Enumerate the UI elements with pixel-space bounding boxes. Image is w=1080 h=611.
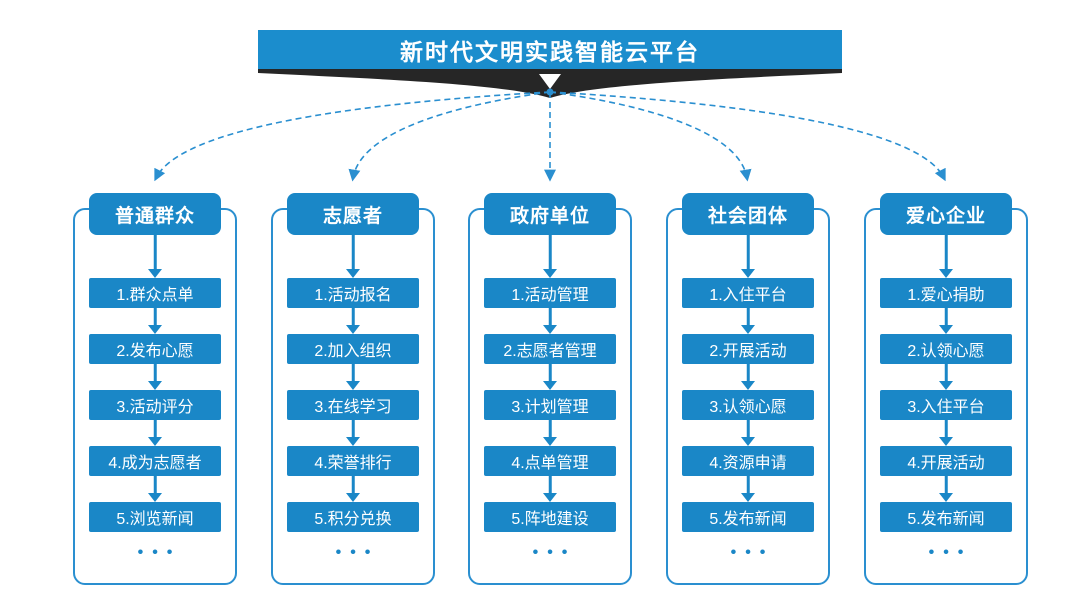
step-box: 2.加入组织 xyxy=(287,334,419,364)
connector-fan xyxy=(154,88,946,182)
column-charity-enterprises: 爱心企业 1.爱心捐助 2.认领心愿 3.入住平台 4.开展活动 5.发布新闻 … xyxy=(864,193,1028,585)
down-arrow-icon xyxy=(147,235,163,278)
step-box: 2.开展活动 xyxy=(682,334,814,364)
more-dots: ••• xyxy=(532,544,577,561)
down-arrow-icon xyxy=(542,476,558,502)
step-box: 5.发布新闻 xyxy=(880,502,1012,532)
connector-to-social-groups xyxy=(549,91,752,182)
banner-ribbon xyxy=(258,69,842,98)
down-arrow-icon xyxy=(147,476,163,502)
step-box: 4.开展活动 xyxy=(880,446,1012,476)
more-dots: ••• xyxy=(137,544,182,561)
platform-title: 新时代文明实践智能云平台 xyxy=(400,38,700,65)
down-arrow-icon xyxy=(542,420,558,446)
step-box: 1.活动报名 xyxy=(287,278,419,308)
step-box: 1.活动管理 xyxy=(484,278,616,308)
down-arrow-icon xyxy=(542,308,558,334)
down-arrow-icon xyxy=(740,420,756,446)
down-arrow-icon xyxy=(740,308,756,334)
column-header: 爱心企业 xyxy=(880,193,1012,235)
down-arrow-icon xyxy=(938,308,954,334)
down-arrow-icon xyxy=(539,74,561,89)
connector-to-charity-enterprises xyxy=(549,91,946,182)
column-header: 社会团体 xyxy=(682,193,814,235)
down-arrow-icon xyxy=(740,235,756,278)
connector-to-general-public xyxy=(154,91,551,182)
down-arrow-icon xyxy=(147,308,163,334)
step-box: 4.点单管理 xyxy=(484,446,616,476)
column-social-groups: 社会团体 1.入住平台 2.开展活动 3.认领心愿 4.资源申请 5.发布新闻 … xyxy=(666,193,830,585)
step-box: 2.发布心愿 xyxy=(89,334,221,364)
down-arrow-icon xyxy=(542,364,558,390)
column-government: 政府单位 1.活动管理 2.志愿者管理 3.计划管理 4.点单管理 5.阵地建设… xyxy=(468,193,632,585)
down-arrow-icon xyxy=(938,235,954,278)
down-arrow-icon xyxy=(147,364,163,390)
step-box: 3.入住平台 xyxy=(880,390,1012,420)
step-box: 5.阵地建设 xyxy=(484,502,616,532)
step-box: 5.积分兑换 xyxy=(287,502,419,532)
down-arrow-icon xyxy=(345,235,361,278)
step-box: 3.计划管理 xyxy=(484,390,616,420)
step-box: 3.认领心愿 xyxy=(682,390,814,420)
step-box: 3.在线学习 xyxy=(287,390,419,420)
more-dots: ••• xyxy=(335,544,380,561)
connector-to-volunteers xyxy=(348,91,551,182)
more-dots: ••• xyxy=(928,544,973,561)
step-box: 3.活动评分 xyxy=(89,390,221,420)
down-arrow-icon xyxy=(740,364,756,390)
down-arrow-icon xyxy=(938,364,954,390)
column-general-public: 普通群众 1.群众点单 2.发布心愿 3.活动评分 4.成为志愿者 5.浏览新闻… xyxy=(73,193,237,585)
column-header: 志愿者 xyxy=(287,193,419,235)
down-arrow-icon xyxy=(345,308,361,334)
platform-banner: 新时代文明实践智能云平台 xyxy=(258,30,842,69)
step-box: 4.成为志愿者 xyxy=(89,446,221,476)
step-box: 1.群众点单 xyxy=(89,278,221,308)
column-volunteers: 志愿者 1.活动报名 2.加入组织 3.在线学习 4.荣誉排行 5.积分兑换 •… xyxy=(271,193,435,585)
down-arrow-icon xyxy=(345,420,361,446)
step-box: 5.浏览新闻 xyxy=(89,502,221,532)
more-dots: ••• xyxy=(730,544,775,561)
step-box: 5.发布新闻 xyxy=(682,502,814,532)
step-box: 1.爱心捐助 xyxy=(880,278,1012,308)
step-box: 4.资源申请 xyxy=(682,446,814,476)
down-arrow-icon xyxy=(345,476,361,502)
step-box: 2.志愿者管理 xyxy=(484,334,616,364)
down-arrow-icon xyxy=(938,476,954,502)
down-arrow-icon xyxy=(345,364,361,390)
column-header: 政府单位 xyxy=(484,193,616,235)
down-arrow-icon xyxy=(542,235,558,278)
column-header: 普通群众 xyxy=(89,193,221,235)
step-box: 2.认领心愿 xyxy=(880,334,1012,364)
down-arrow-icon xyxy=(938,420,954,446)
down-arrow-icon xyxy=(147,420,163,446)
down-arrow-icon xyxy=(740,476,756,502)
step-box: 1.入住平台 xyxy=(682,278,814,308)
step-box: 4.荣誉排行 xyxy=(287,446,419,476)
